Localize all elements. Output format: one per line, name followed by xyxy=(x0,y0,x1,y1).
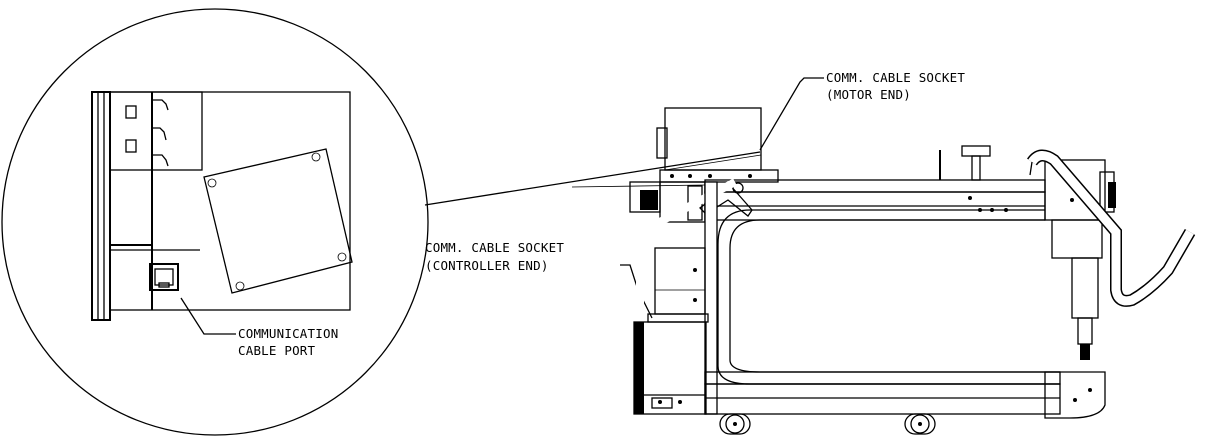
plate-screw-icon xyxy=(337,252,347,262)
controller-box xyxy=(654,247,706,315)
port-label-line1: COMMUNICATION xyxy=(238,326,338,341)
c-frame-arm xyxy=(729,219,1060,373)
panel-top-box xyxy=(109,91,203,171)
wheel-icon xyxy=(904,413,936,435)
plate-screw-icon xyxy=(207,178,217,188)
tension-knob xyxy=(961,145,991,157)
controller-end-label-line2: (CONTROLLER END) xyxy=(425,258,549,273)
motor-end-label-line1: COMM. CABLE SOCKET xyxy=(826,70,965,85)
motor-end-label-line2: (MOTOR END) xyxy=(826,87,911,102)
bottom-end-cap xyxy=(1044,371,1106,419)
bottom-rail xyxy=(704,371,1061,385)
communication-port-icon xyxy=(149,263,179,291)
panel-left-frame xyxy=(91,91,111,321)
motor-end-leader-line xyxy=(759,77,824,151)
magnifier-connector-line-lower xyxy=(571,184,706,188)
magnifier-circle xyxy=(1,8,429,436)
controller-socket xyxy=(647,313,709,323)
plate-screw-icon xyxy=(235,281,245,291)
plate-screw-icon xyxy=(311,152,321,162)
controller-end-leader-line xyxy=(620,264,653,319)
controller-panel-detail xyxy=(91,91,353,335)
panel-outline xyxy=(109,91,351,311)
port-leader-line xyxy=(180,297,236,335)
controller-end-label-line1: COMM. CABLE SOCKET xyxy=(425,240,564,255)
left-post xyxy=(704,181,718,415)
motor-housing xyxy=(664,107,762,171)
top-rail xyxy=(659,169,779,183)
detail-magnifier xyxy=(1,8,761,436)
tilted-mounting-plate xyxy=(203,148,353,294)
magnifier-connector-line-upper xyxy=(424,151,761,206)
wheel-icon xyxy=(719,413,751,435)
machine-side-view xyxy=(629,107,1196,435)
port-label-line2: CABLE PORT xyxy=(238,343,316,358)
